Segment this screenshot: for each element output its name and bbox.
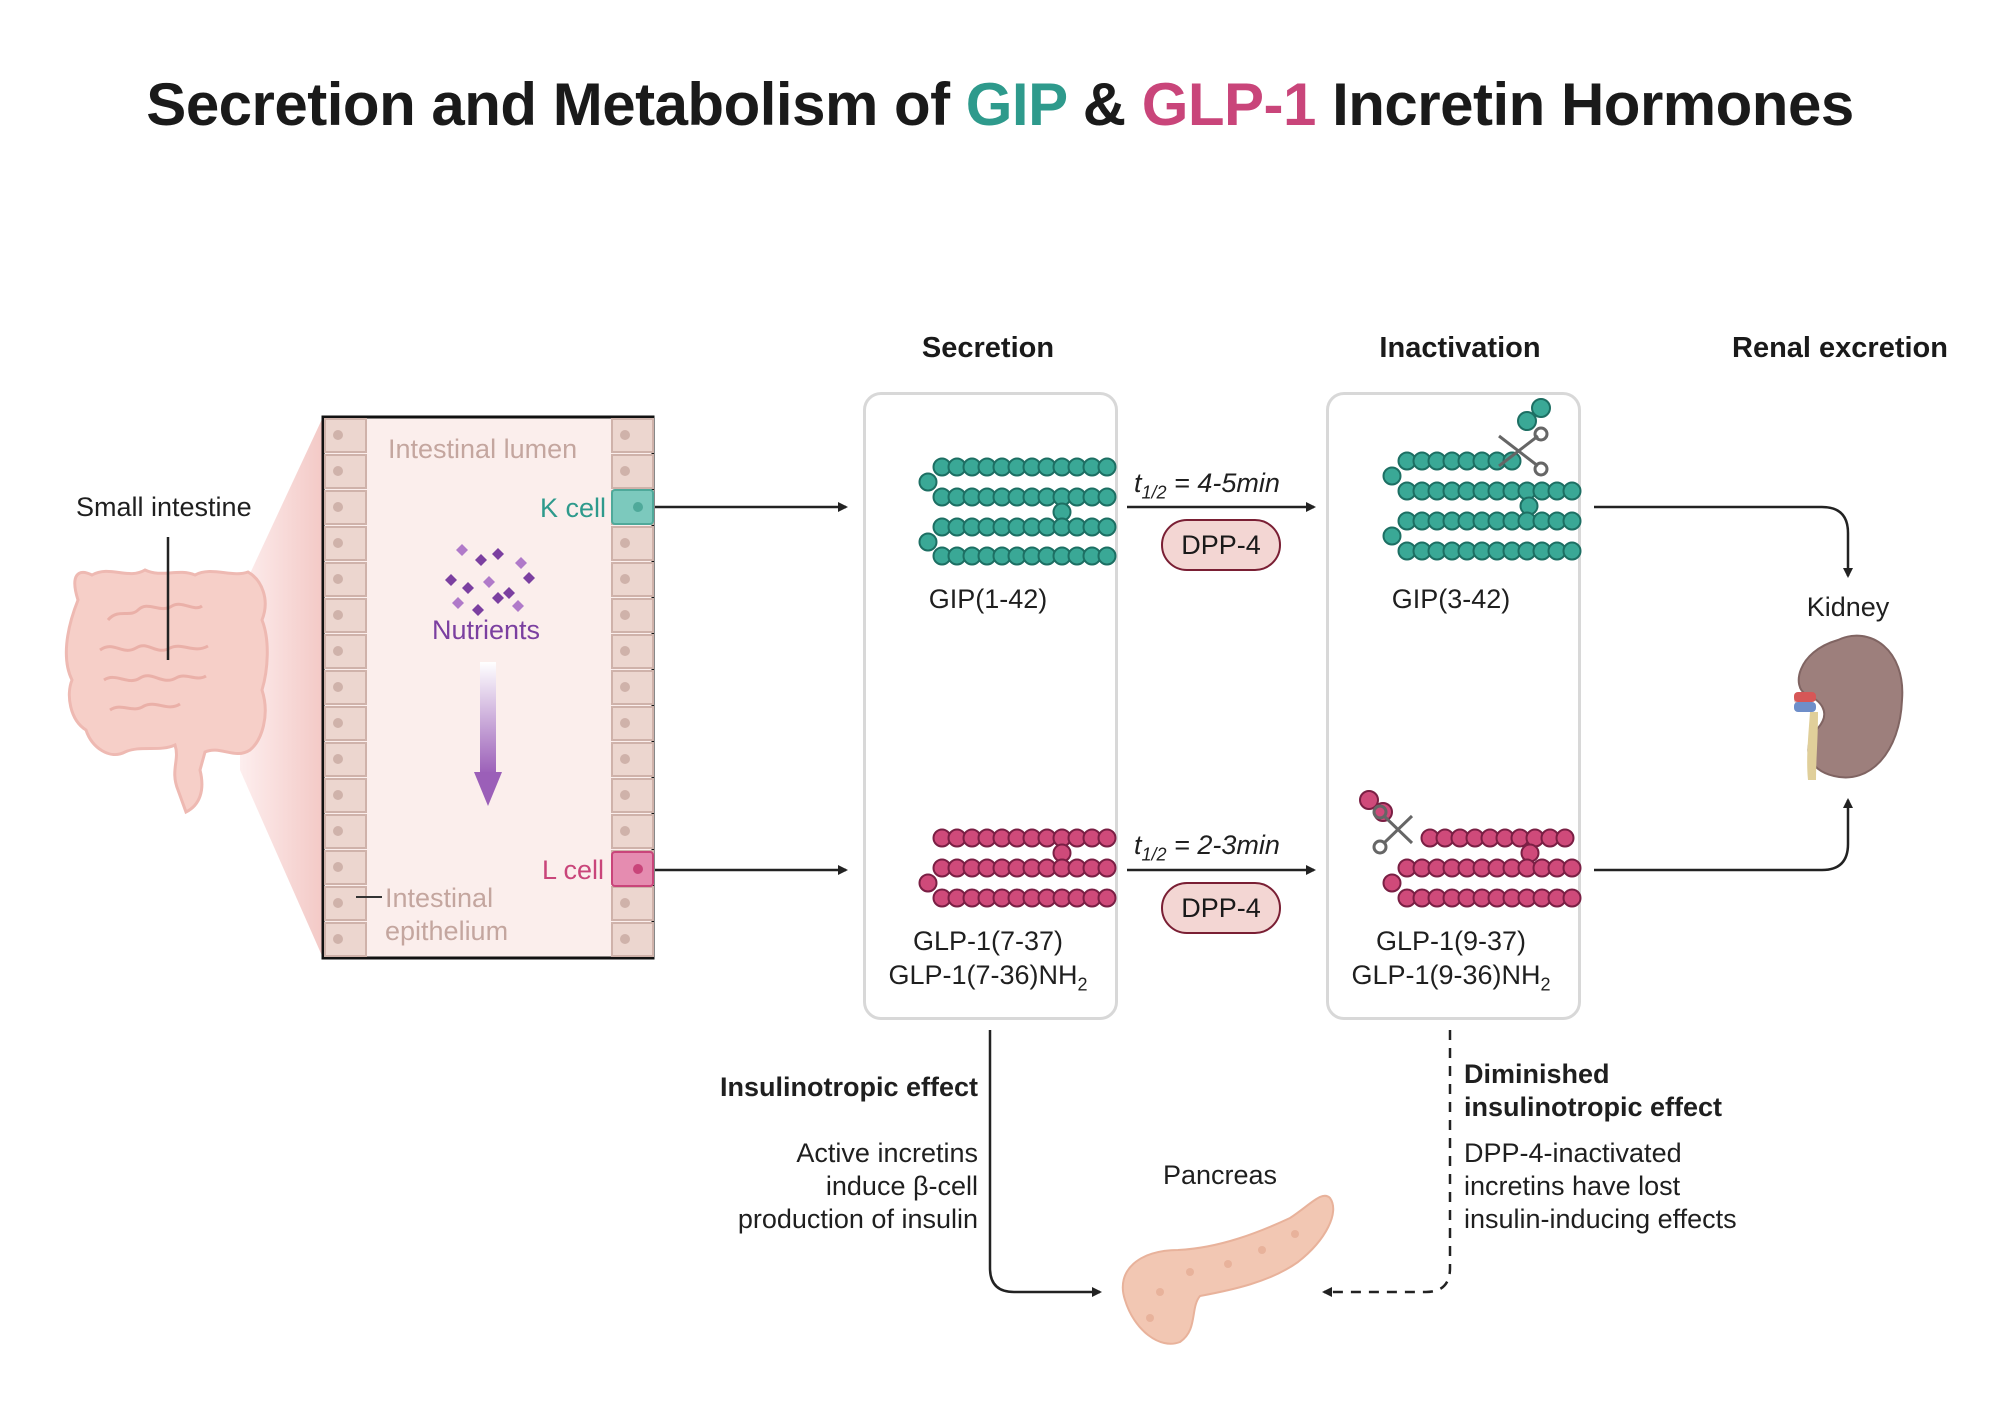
arrow-inactive-to-pancreas xyxy=(1322,1030,1452,1297)
diminished-effect-title: Diminished insulinotropic effect xyxy=(1464,1059,1723,1122)
header-secretion: Secretion xyxy=(921,332,1055,364)
glp-1-inactive-label: GLP-1(9-37) GLP-1(9-36)NH2 xyxy=(1351,926,1551,995)
scissors-icon xyxy=(1498,426,1549,477)
page-title: Secretion and Metabolism of GIP & GLP-1 … xyxy=(146,71,1854,138)
glp-half-life: t1/2 = 2-3min xyxy=(1134,830,1280,865)
small-intestine-label: Small intestine xyxy=(76,492,252,522)
nutrient-diamonds-icon xyxy=(445,544,535,616)
dpp4-enzyme-gip: DPP-4 xyxy=(1161,519,1281,571)
title-gip: GIP xyxy=(965,71,1067,138)
glp-1-active-label: GLP-1(7-37) GLP-1(7-36)NH2 xyxy=(888,926,1088,995)
pancreas-icon xyxy=(1121,1194,1335,1345)
small-intestine-icon xyxy=(64,568,269,815)
gip-half-life: t1/2 = 4-5min xyxy=(1134,468,1280,503)
dpp4-enzyme-glp: DPP-4 xyxy=(1161,882,1281,934)
header-renal-excretion: Renal excretion xyxy=(1732,332,1948,364)
k-cell-label: K cell xyxy=(540,493,607,523)
gip-1-42-chain xyxy=(918,457,1117,566)
l-cell xyxy=(611,851,654,887)
nutrient-flow-shaft xyxy=(480,662,496,774)
title-glp: GLP-1 xyxy=(1141,71,1317,138)
gip-3-42-label: GIP(3-42) xyxy=(1391,584,1511,614)
kidney-label: Kidney xyxy=(1806,592,1890,622)
insulinotropic-effect-text: Active incretins induce β-cell productio… xyxy=(737,1138,978,1234)
nutrients-label: Nutrients xyxy=(432,615,541,645)
header-inactivation: Inactivation xyxy=(1379,332,1541,364)
pancreas-label: Pancreas xyxy=(1162,1160,1278,1190)
diminished-effect-text: DPP-4-inactivated incretins have lost in… xyxy=(1464,1138,1737,1234)
intestinal-lumen-label: Intestinal lumen xyxy=(388,434,578,464)
k-cell xyxy=(611,489,654,525)
insulinotropic-effect-title: Insulinotropic effect xyxy=(719,1072,978,1102)
intestinal-epithelium-label: Intestinal epithelium xyxy=(385,883,509,946)
arrow-active-to-pancreas xyxy=(988,1030,1102,1297)
gip-1-42-label: GIP(1-42) xyxy=(928,584,1048,614)
zoom-cone xyxy=(240,417,323,958)
l-cell-label: L cell xyxy=(542,855,605,885)
kidney-icon xyxy=(1794,634,1904,780)
arrow-gip-to-kidney xyxy=(1594,505,1853,578)
gip-3-42-chain xyxy=(1382,451,1582,561)
epithelium-left xyxy=(324,418,367,957)
glp-1-7-37-chain xyxy=(918,828,1117,908)
nutrient-flow-arrowhead xyxy=(474,772,502,806)
glp-1-9-37-chain xyxy=(1382,828,1582,908)
arrow-glp-to-kidney xyxy=(1594,798,1853,872)
scissors-icon xyxy=(1372,804,1414,855)
